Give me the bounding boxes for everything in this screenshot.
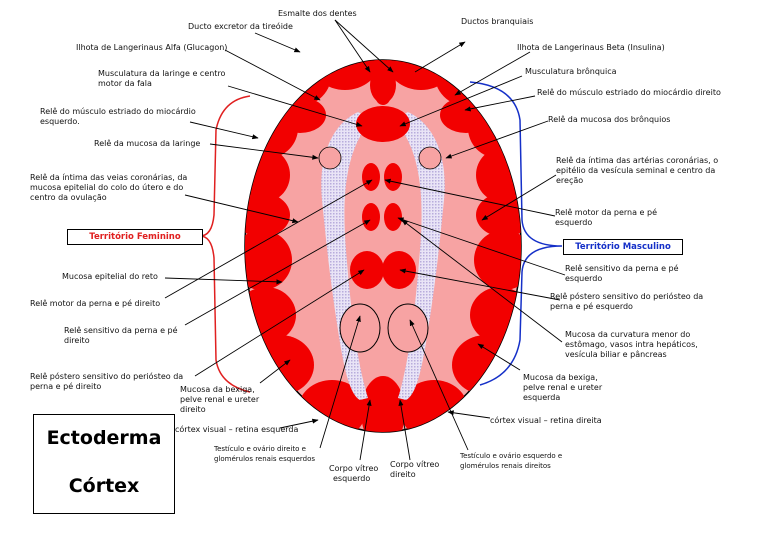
label-arterias-3: ereção: [556, 176, 583, 185]
label-bronquica: Musculatura brônquica: [525, 66, 617, 76]
label-curvatura-2: estômago, vasos intra hepáticos,: [565, 339, 698, 349]
label-bexiga-dir-3: esquerda: [523, 393, 560, 402]
label-sens-esq-2: esquerdo: [565, 274, 602, 283]
label-post-esq-2: perna e pé esquerdo: [550, 301, 633, 311]
annotation-arrows: [164, 19, 566, 461]
label-ducto-tireoide: Ducto excretor da tireóide: [188, 21, 293, 31]
title-ectoderma: Ectoderma: [46, 427, 162, 449]
label-post-esq-1: Relê póstero sensitivo do periósteo da: [550, 291, 703, 301]
label-laringe-2: motor da fala: [98, 79, 152, 88]
brain-oval: [244, 59, 522, 433]
label-laringe-1: Musculatura da laringe e centro: [98, 69, 226, 78]
label-ductos-branquiais: Ductos branquiais: [461, 17, 533, 26]
labels: Esmalte dos dentes Ducto excretor da tir…: [30, 9, 721, 483]
label-reto: Mucosa epitelial do reto: [62, 272, 158, 281]
label-bexiga-esq-2: pelve renal e ureter: [180, 395, 260, 404]
label-veias-3: centro da ovulação: [30, 193, 107, 202]
label-testiculo-esq-1: Testículo e ovário esquerdo e: [459, 452, 562, 460]
label-miocardio-esq-1: Relê do músculo estriado do miocárdio: [40, 106, 196, 116]
label-ilhota-alfa: Ilhota de Langerinaus Alfa (Glucagon): [76, 43, 227, 52]
masculine-territory-label: Território Masculino: [563, 239, 683, 255]
label-motor-esq-2: esquerdo: [555, 218, 592, 227]
label-sens-dir-2: direito: [64, 336, 90, 345]
label-bexiga-dir-2: pelve renal e ureter: [523, 383, 603, 392]
left-strand: [321, 112, 372, 400]
label-arterias-2: epitélio da vesícula seminal e centro da: [556, 165, 715, 175]
label-testiculo-dir-1: Testículo e ovário direito e: [213, 445, 306, 453]
label-vitreo-dir-1: Corpo vítreo: [390, 460, 439, 469]
label-ilhota-beta: Ilhota de Langerinaus Beta (Insulina): [517, 43, 665, 52]
label-veias-1: Relê da íntima das veias coronárias, da: [30, 172, 187, 182]
label-visual-dir: córtex visual – retina direita: [490, 415, 602, 425]
label-mucosa-bronquios: Relê da mucosa dos brônquios: [548, 114, 670, 124]
label-post-dir-1: Relê póstero sensitivo do periósteo da: [30, 371, 183, 381]
label-motor-dir: Relê motor da perna e pé direito: [30, 298, 160, 308]
label-bexiga-esq-3: direito: [180, 405, 206, 414]
label-vitreo-dir-2: direito: [390, 470, 416, 479]
feminine-bracket: [199, 95, 251, 393]
label-bexiga-dir-1: Mucosa da bexiga,: [523, 373, 598, 382]
label-testiculo-esq-2: glomérulos renais direitos: [460, 462, 551, 470]
title-cortex: Córtex: [68, 475, 140, 497]
label-vitreo-esq-2: esquerdo: [333, 474, 370, 483]
label-bexiga-esq-1: Mucosa da bexiga,: [180, 385, 255, 394]
label-curvatura-1: Mucosa da curvatura menor do: [565, 330, 690, 339]
feminine-territory-label: Território Feminino: [67, 229, 203, 245]
label-vitreo-esq-1: Corpo vítreo: [329, 464, 378, 473]
label-sens-esq-1: Relê sensitivo da perna e pé: [565, 263, 679, 273]
label-veias-2: mucosa epitelial do colo do útero e do: [30, 183, 183, 192]
label-sens-dir-1: Relê sensitivo da perna e pé: [64, 325, 178, 335]
label-esmalte: Esmalte dos dentes: [278, 9, 357, 18]
label-mucosa-laringe: Relê da mucosa da laringe: [94, 138, 200, 148]
label-miocardio-dir: Relê do músculo estriado do miocárdio di…: [537, 87, 721, 97]
label-visual-esq: córtex visual – retina esquerda: [175, 424, 298, 434]
label-testiculo-dir-2: glomérulos renais esquerdos: [214, 455, 315, 463]
right-strand: [394, 112, 445, 400]
title-box: Ectoderma Córtex: [33, 414, 175, 514]
label-curvatura-3: vesícula biliar e pâncreas: [565, 350, 667, 359]
label-post-dir-2: perna e pé direito: [30, 381, 101, 391]
label-arterias-1: Relê da íntima das artérias coronárias, …: [556, 155, 718, 165]
masculine-bracket: [469, 81, 563, 386]
label-motor-esq-1: Relê motor da perna e pé: [555, 207, 657, 217]
label-miocardio-esq-2: esquerdo.: [40, 117, 80, 126]
